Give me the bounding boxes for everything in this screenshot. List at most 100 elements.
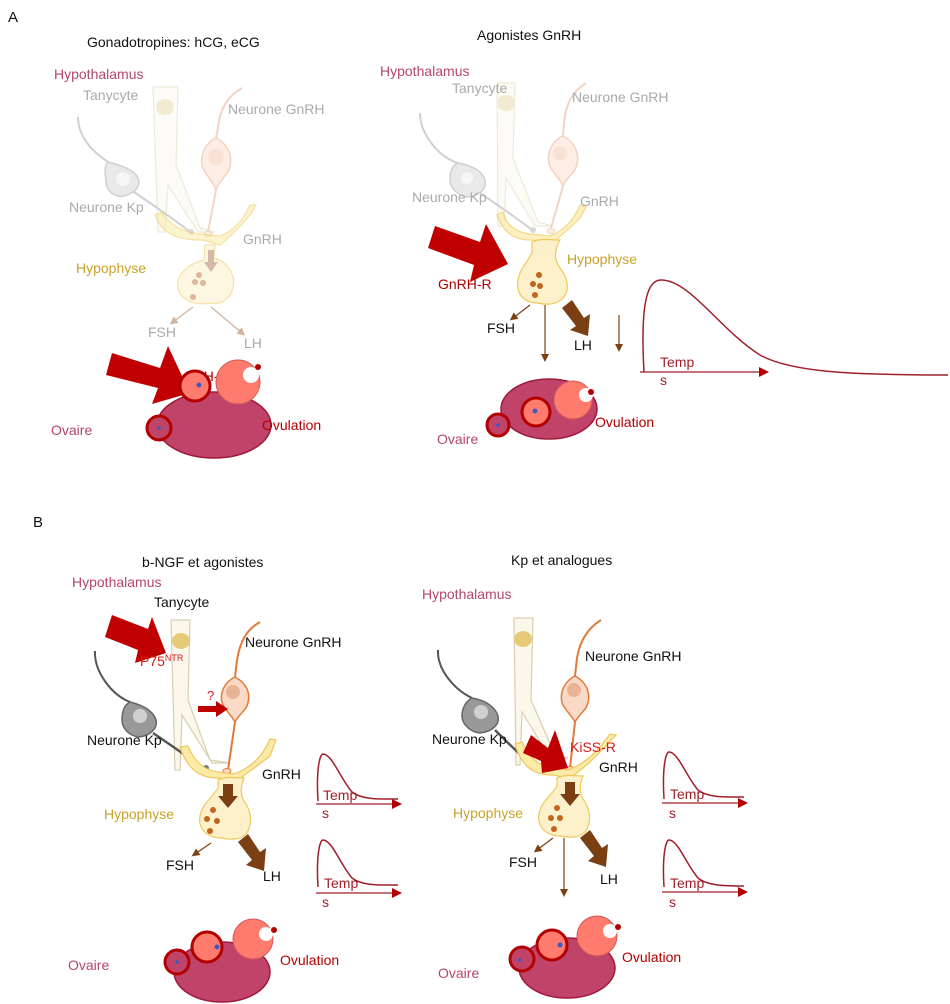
label-fsh: FSH bbox=[148, 324, 176, 340]
label-fsh: FSH bbox=[487, 320, 515, 336]
gnrh-neuron-body bbox=[547, 135, 579, 189]
panel-title: Gonadotropines: hCG, eCG bbox=[87, 34, 260, 50]
neural-assembly-faded bbox=[77, 86, 243, 237]
label-neurone-gnrh: Neurone GnRH bbox=[228, 101, 325, 117]
label-ovulation: Ovulation bbox=[280, 952, 339, 968]
follicle-large bbox=[178, 369, 212, 403]
svg-text:Temp: Temp bbox=[324, 875, 358, 891]
label-lh: LH bbox=[244, 335, 262, 351]
neural-assembly bbox=[93, 619, 277, 784]
fsh-arrow bbox=[191, 842, 212, 857]
svg-text:Temp: Temp bbox=[670, 786, 704, 802]
kp-neuron-body bbox=[104, 161, 140, 198]
pituitary-gland bbox=[517, 238, 568, 305]
panel-a-agonists: Agonistes GnRH GnRH-R bbox=[380, 27, 949, 447]
kp-neuron-body bbox=[449, 162, 487, 198]
hormone-curve-large: Temp s bbox=[640, 279, 949, 388]
svg-text:s: s bbox=[669, 894, 676, 910]
follicle-small bbox=[508, 945, 536, 973]
neural-assembly bbox=[436, 617, 618, 781]
big-red-arrow bbox=[428, 224, 508, 282]
label-tanycyte: Tanycyte bbox=[452, 80, 507, 96]
panel-b-kp: Kp et analogues KiSS-R bbox=[422, 552, 748, 999]
label-gnrh: GnRH bbox=[243, 231, 282, 247]
big-red-arrow bbox=[105, 615, 166, 663]
hormone-curve-small-2: Temp s bbox=[662, 839, 748, 910]
label-fsh: FSH bbox=[509, 854, 537, 870]
stalk bbox=[154, 204, 258, 246]
svg-text:s: s bbox=[322, 894, 329, 910]
label-tanycyte: Tanycyte bbox=[83, 87, 138, 103]
big-red-arrow bbox=[523, 730, 568, 773]
lh-big-arrow bbox=[238, 834, 266, 871]
ovary bbox=[163, 918, 277, 1003]
fsh-arrow bbox=[533, 837, 554, 853]
stalk bbox=[496, 204, 587, 245]
label-ovulation: Ovulation bbox=[262, 417, 321, 433]
gnrh-neuron-body bbox=[560, 675, 590, 724]
gnrh-neuron-axon bbox=[207, 189, 217, 233]
pituitary-gland bbox=[177, 244, 235, 305]
gnrh-arrow bbox=[223, 784, 233, 798]
tanycyte-nucleus bbox=[172, 633, 190, 649]
lh-big-arrow bbox=[580, 830, 608, 867]
gnrh-neuron-nucleus bbox=[208, 149, 224, 165]
gnrh-neuron-body bbox=[220, 676, 250, 724]
hormone-curve-small-2: Temp s bbox=[316, 839, 402, 910]
label-neurone-kp: Neurone Kp bbox=[412, 189, 487, 205]
gnrh-arrow bbox=[565, 782, 575, 796]
label-neurone-kp: Neurone Kp bbox=[432, 731, 507, 747]
label-lh: LH bbox=[574, 337, 592, 353]
ovary bbox=[508, 915, 621, 999]
tanycyte-nucleus bbox=[156, 99, 174, 115]
tanycyte-shape bbox=[170, 619, 231, 771]
panel-title: Agonistes GnRH bbox=[477, 27, 581, 43]
label-neurone-gnrh: Neurone GnRH bbox=[572, 89, 669, 105]
stalk bbox=[179, 738, 277, 784]
label-receptor: KiSS-R bbox=[570, 739, 616, 755]
small-red-arrow bbox=[198, 701, 228, 717]
pituitary-gland bbox=[199, 776, 252, 840]
label-gnrh: GnRH bbox=[262, 766, 301, 782]
label-hypothalamus: Hypothalamus bbox=[54, 66, 144, 82]
pituitary bbox=[199, 776, 252, 840]
lh-arrow bbox=[210, 306, 246, 336]
fsh-arrow bbox=[169, 306, 194, 325]
follicle-large bbox=[190, 930, 224, 964]
svg-text:s: s bbox=[660, 372, 667, 388]
label-hypophyse: Hypophyse bbox=[104, 806, 174, 822]
svg-text:Temp: Temp bbox=[670, 875, 704, 891]
label-tanycyte: Tanycyte bbox=[154, 594, 209, 610]
fsh-arrow bbox=[509, 304, 531, 321]
ovary bbox=[145, 359, 272, 459]
label-gnrh: GnRH bbox=[580, 193, 619, 209]
label-ovaire: Ovaire bbox=[437, 431, 478, 447]
pituitary bbox=[496, 204, 587, 305]
curve-axis-label: Temp bbox=[660, 354, 694, 370]
label-ovaire: Ovaire bbox=[68, 957, 109, 973]
lh-big-arrow bbox=[562, 300, 590, 336]
gnrh-arrow bbox=[208, 250, 214, 264]
label-hypophyse: Hypophyse bbox=[567, 251, 637, 267]
label-neurone-gnrh: Neurone GnRH bbox=[245, 634, 342, 650]
svg-text:s: s bbox=[322, 805, 329, 821]
label-hypothalamus: Hypothalamus bbox=[422, 586, 512, 602]
label-ovulation: Ovulation bbox=[622, 949, 681, 965]
kp-neuron-axon bbox=[133, 191, 191, 233]
svg-text:s: s bbox=[669, 805, 676, 821]
label-hypothalamus: Hypothalamus bbox=[72, 574, 162, 590]
big-red-arrow bbox=[106, 346, 190, 404]
label-ovaire: Ovaire bbox=[51, 422, 92, 438]
hormone-curve-small-1: Temp s bbox=[316, 753, 402, 821]
panel-a: A Gonadotropines: hCG, eCG bbox=[8, 9, 325, 459]
panel-letter: A bbox=[8, 9, 18, 26]
neural-assembly-faded bbox=[419, 82, 587, 234]
label-fsh: FSH bbox=[166, 857, 194, 873]
label-neurone-gnrh: Neurone GnRH bbox=[585, 648, 682, 664]
hormone-curve-small-1: Temp s bbox=[662, 751, 748, 821]
label-receptor: P75NTR bbox=[140, 653, 184, 669]
kp-neuron-dendrite bbox=[77, 116, 109, 163]
label-hypophyse: Hypophyse bbox=[76, 260, 146, 276]
panel-title: Kp et analogues bbox=[511, 552, 612, 568]
label-neurone-kp: Neurone Kp bbox=[87, 732, 162, 748]
